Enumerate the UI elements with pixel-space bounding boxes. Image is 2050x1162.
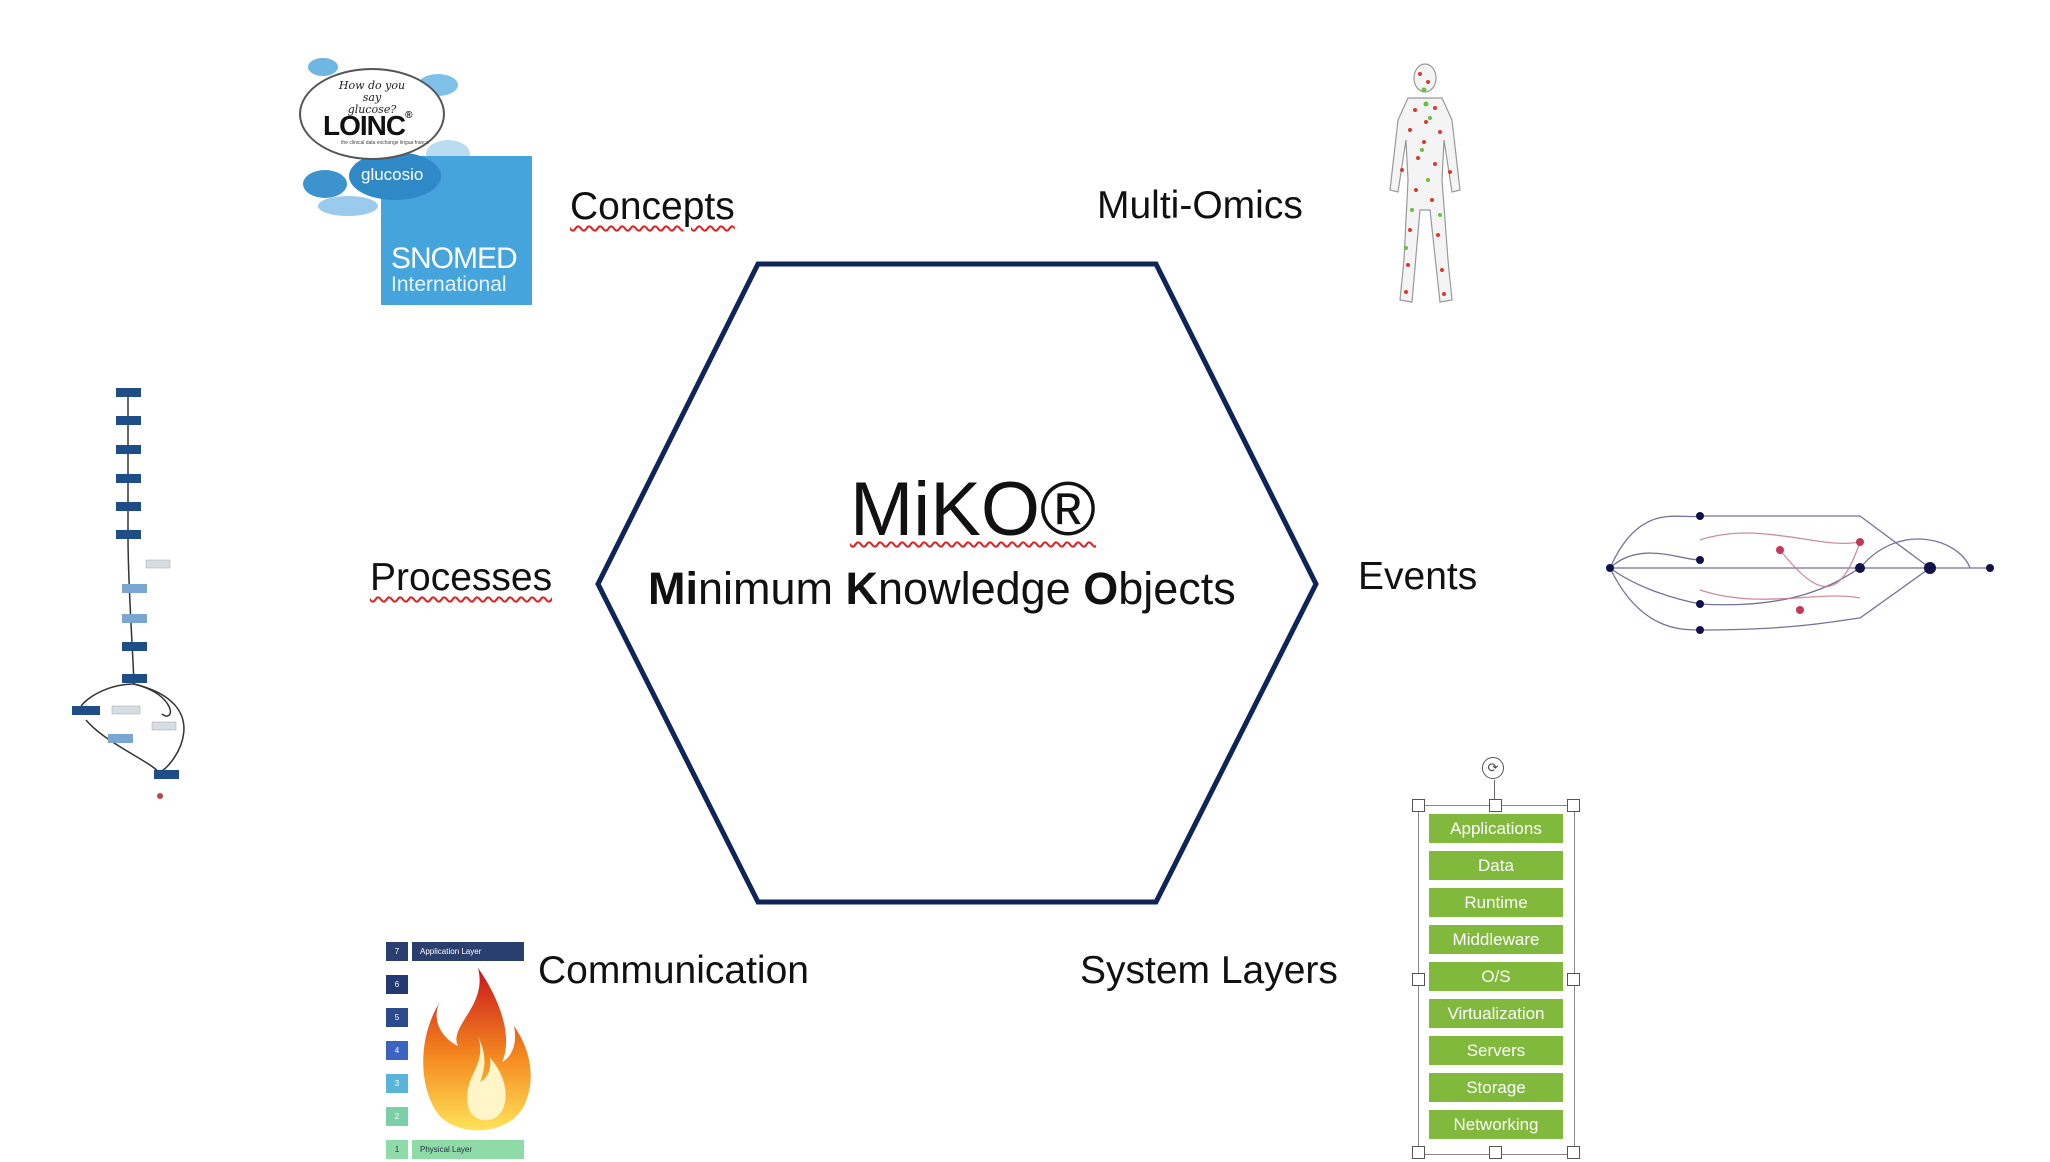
multi-omics-body-image — [1389, 63, 1461, 303]
loinc-wordmark-text: LOINC — [323, 110, 406, 141]
events-network-image — [1606, 512, 1994, 634]
resize-handle[interactable] — [1567, 973, 1580, 986]
word-bubble — [318, 196, 378, 216]
flame-icon — [423, 968, 531, 1131]
label-communication: Communication — [538, 949, 809, 992]
osi-layer-num: 7 — [386, 942, 408, 961]
layer-storage: Storage — [1429, 1073, 1563, 1102]
subtitle-part: nowledge — [878, 563, 1084, 614]
processes-flowchart-image — [72, 388, 185, 799]
subtitle-part: nimum — [698, 563, 846, 614]
snomed-line1: SNOMED — [391, 242, 518, 275]
glucosio-text: glucosio — [361, 165, 424, 184]
glucosio-bubble: glucosio — [349, 152, 441, 200]
loinc-wordmark: LOINC® — [323, 110, 413, 142]
miko-title: MiKO® — [850, 467, 1096, 552]
resize-handle[interactable] — [1489, 799, 1502, 812]
layer-os: O/S — [1429, 962, 1563, 991]
label-concepts: Concepts — [570, 185, 735, 228]
layer-applications: Applications — [1429, 814, 1563, 843]
osi-layer-num: 5 — [386, 1008, 408, 1027]
resize-handle[interactable] — [1412, 973, 1425, 986]
snomed-line2: International — [391, 273, 507, 296]
subtitle-part: K — [845, 563, 879, 614]
subtitle-part: bjects — [1118, 563, 1236, 614]
layer-virtualization: Virtualization — [1429, 999, 1563, 1028]
miko-subtitle: Minimum Knowledge Objects — [648, 566, 1236, 611]
osi-layer-text: Physical Layer — [412, 1140, 524, 1159]
resize-handle[interactable] — [1412, 1146, 1425, 1159]
osi-layer-num: 4 — [386, 1041, 408, 1060]
osi-layer-num: 1 — [386, 1140, 408, 1159]
label-multi-omics-text: Multi-Omics — [1097, 184, 1303, 227]
loinc-tagline: the clinical data exchange lingua franca — [341, 140, 429, 146]
resize-handle[interactable] — [1412, 799, 1425, 812]
osi-layer-text: Application Layer — [412, 942, 524, 961]
layer-runtime: Runtime — [1429, 888, 1563, 917]
loinc-logo: How do you say glucose? LOINC® the clini… — [299, 68, 445, 160]
rotate-handle-line — [1494, 780, 1495, 805]
osi-layer-num: 2 — [386, 1107, 408, 1126]
label-events: Events — [1358, 555, 1478, 598]
rotate-handle-icon[interactable]: ⟳ — [1482, 757, 1504, 779]
layer-middleware: Middleware — [1429, 925, 1563, 954]
word-bubble — [308, 58, 338, 76]
resize-handle[interactable] — [1567, 799, 1580, 812]
miko-hexagon — [595, 261, 1319, 905]
resize-handle[interactable] — [1489, 1146, 1502, 1159]
loinc-reg-mark: ® — [405, 110, 412, 121]
subtitle-part: Mi — [648, 563, 698, 614]
label-system-layers: System Layers — [1080, 949, 1338, 992]
resize-handle[interactable] — [1567, 1146, 1580, 1159]
label-processes: Processes — [370, 556, 553, 599]
loinc-question: How do you say glucose? — [338, 79, 406, 117]
layer-servers: Servers — [1429, 1036, 1563, 1065]
subtitle-part: O — [1083, 563, 1119, 614]
layer-networking: Networking — [1429, 1110, 1563, 1139]
osi-layer-num: 6 — [386, 975, 408, 994]
word-bubble — [303, 170, 347, 198]
layer-data: Data — [1429, 851, 1563, 880]
osi-layer-num: 3 — [386, 1074, 408, 1093]
label-multi-omics: Multi-Omics — [1097, 186, 1303, 225]
